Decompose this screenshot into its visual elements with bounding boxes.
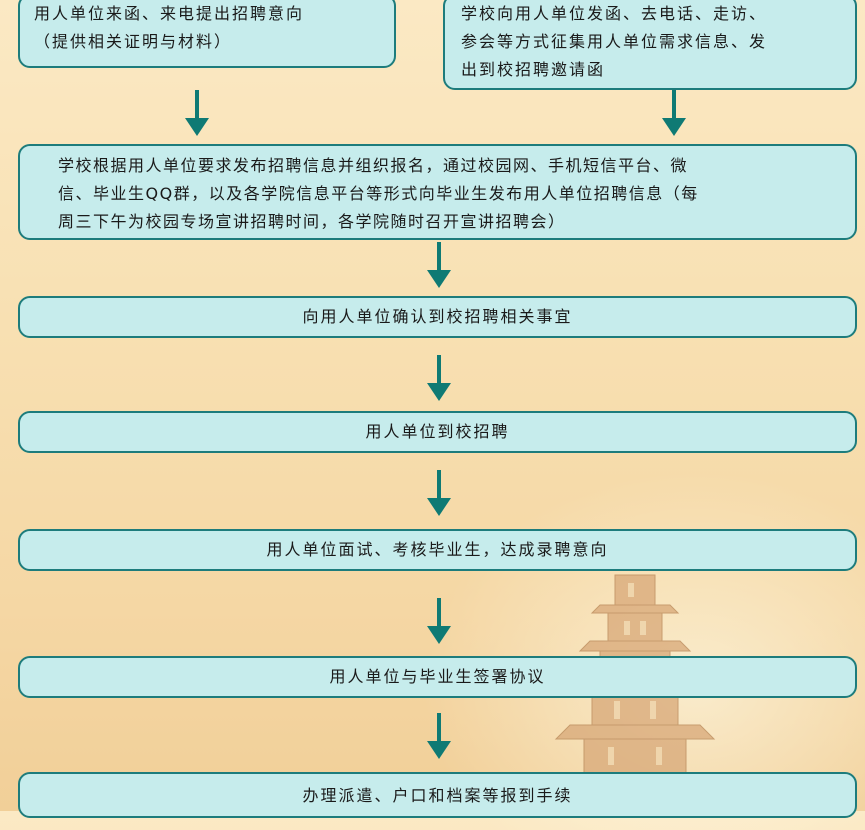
arrow-down-icon (427, 470, 451, 516)
step-registration: 办理派遣、户口和档案等报到手续 (18, 772, 857, 818)
step-publish-info-line1: 学校根据用人单位要求发布招聘信息并组织报名，通过校园网、手机短信平台、微 (58, 156, 689, 175)
step-publish-info-line2: 信、毕业生QQ群，以及各学院信息平台等形式向毕业生发布用人单位招聘信息（每 (58, 184, 699, 203)
step-sign-agreement: 用人单位与毕业生签署协议 (18, 656, 857, 698)
arrow-down-icon (662, 90, 686, 136)
step-interview-label: 用人单位面试、考核毕业生，达成录聘意向 (266, 540, 609, 559)
arrow-down-icon (185, 90, 209, 136)
step-campus-recruitment-label: 用人单位到校招聘 (365, 422, 510, 441)
step-campus-recruitment: 用人单位到校招聘 (18, 411, 857, 453)
step-employer-request-line1: 用人单位来函、来电提出招聘意向 (34, 4, 305, 23)
arrow-down-icon (427, 713, 451, 759)
step-school-solicit-line1: 学校向用人单位发函、去电话、走访、 (461, 4, 768, 23)
step-school-solicit-line2: 参会等方式征集用人单位需求信息、发 (461, 32, 768, 51)
step-school-solicit-line3: 出到校招聘邀请函 (461, 60, 606, 79)
step-publish-info-line3: 周三下午为校园专场宣讲招聘时间，各学院随时召开宣讲招聘会） (58, 212, 566, 231)
step-registration-label: 办理派遣、户口和档案等报到手续 (302, 786, 573, 805)
arrow-down-icon (427, 242, 451, 288)
step-sign-agreement-label: 用人单位与毕业生签署协议 (329, 667, 546, 686)
step-school-solicit: 学校向用人单位发函、去电话、走访、 参会等方式征集用人单位需求信息、发 出到校招… (443, 0, 857, 90)
arrow-down-icon (427, 598, 451, 644)
step-employer-request: 用人单位来函、来电提出招聘意向 （提供相关证明与材料） (18, 0, 396, 68)
step-publish-info: 学校根据用人单位要求发布招聘信息并组织报名，通过校园网、手机短信平台、微 信、毕… (18, 144, 857, 240)
step-interview: 用人单位面试、考核毕业生，达成录聘意向 (18, 529, 857, 571)
step-confirm-recruitment: 向用人单位确认到校招聘相关事宜 (18, 296, 857, 338)
step-employer-request-line2: （提供相关证明与材料） (34, 32, 233, 51)
arrow-down-icon (427, 355, 451, 401)
step-confirm-recruitment-label: 向用人单位确认到校招聘相关事宜 (302, 307, 573, 326)
